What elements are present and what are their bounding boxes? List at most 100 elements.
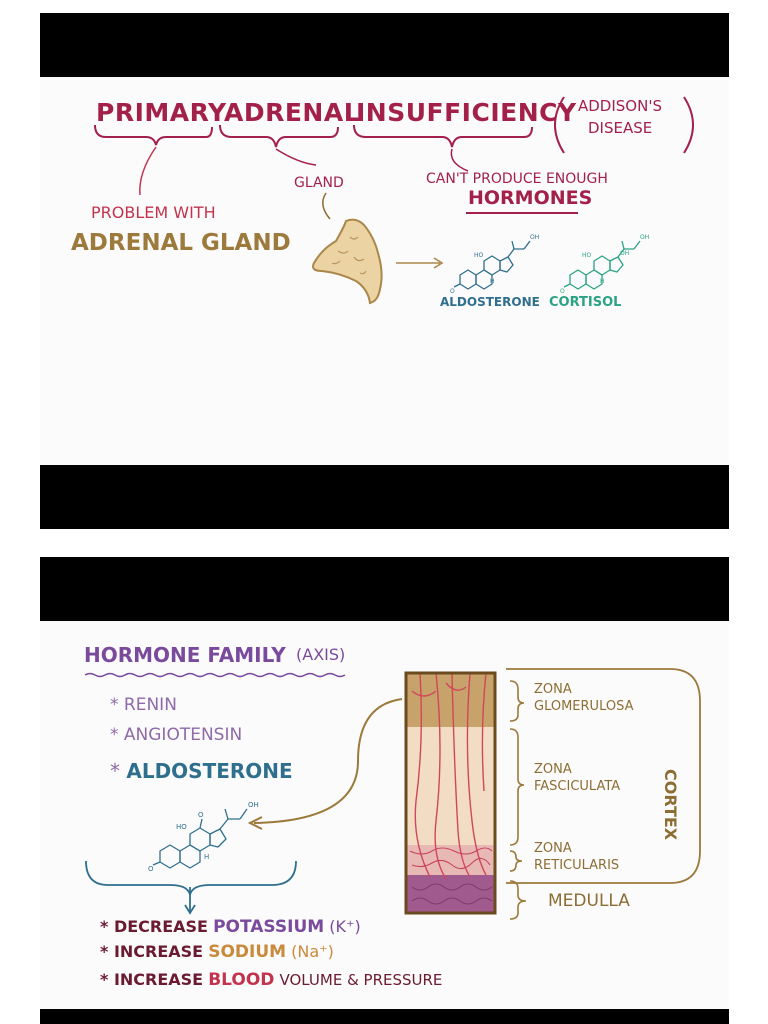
- cross-section-border: [404, 671, 497, 915]
- effects-bracket: [85, 860, 297, 896]
- gland-label: GLAND: [294, 175, 344, 191]
- connector-gland-organ: [322, 192, 331, 220]
- title-primary: PRIMARY: [96, 98, 227, 127]
- side-chain-ketone: [621, 240, 625, 250]
- addisons-line2: DISEASE: [588, 119, 653, 137]
- ring-a: [569, 269, 587, 290]
- arrow-to-aldosterone-head: [247, 816, 263, 830]
- chem-ho: HO: [474, 252, 484, 259]
- side-chain-oh-bond: [633, 240, 641, 250]
- top-black-bar-lower: [40, 465, 729, 529]
- connector-gland: [275, 148, 317, 166]
- problem-with-label: PROBLEM WITH: [91, 203, 216, 222]
- slide-addisons-disease: HO OH O H HO OH OH O H PRIMARY ADRENAL I…: [40, 77, 729, 465]
- effect-1-extra: (K⁺): [329, 917, 361, 936]
- ring-c: [593, 255, 611, 276]
- zona-fasciculata-layer: [406, 727, 495, 845]
- cant-produce-label: CAN'T PRODUCE ENOUGH: [426, 171, 608, 187]
- bullet-aldosterone: * ALDOSTERONE: [110, 759, 293, 783]
- addisons-line1: ADDISON'S: [578, 97, 662, 115]
- hormones-label: HORMONES: [468, 187, 593, 209]
- axis-label: (AXIS): [296, 645, 346, 664]
- chem-ho: HO: [176, 823, 187, 831]
- blood-vessels: [411, 672, 487, 880]
- bullet-renin: * RENIN: [110, 695, 177, 715]
- title-insufficiency: INSUFFICIENCY: [356, 98, 577, 127]
- ring-d: [499, 256, 514, 273]
- paren-right: [683, 96, 694, 154]
- chem-oh: OH: [530, 234, 539, 241]
- chem-oh: OH: [640, 234, 649, 241]
- aldosterone-molecule: HO OH O H: [450, 234, 539, 295]
- ring-a: [159, 844, 181, 869]
- wavy-underline: [84, 672, 346, 678]
- slide1-drawing: HO OH O H HO OH OH O H: [94, 96, 694, 305]
- aldosterone-molecule-2: HO OH O O H: [148, 801, 259, 873]
- effect-2-verb: INCREASE: [113, 942, 204, 961]
- adrenal-gland-label: ADRENAL GLAND: [71, 230, 291, 256]
- effect-sodium: * INCREASE SODIUM (Na⁺): [100, 942, 334, 962]
- medulla-texture: [411, 883, 493, 905]
- ketone-bond: [563, 283, 571, 288]
- bracket-glomerulosa: [509, 680, 525, 722]
- ring-c: [189, 827, 211, 852]
- reticularis-vessels: [409, 847, 493, 870]
- chem-oh-2: OH: [620, 250, 629, 257]
- side-chain-ketone: [224, 808, 229, 820]
- chem-o-2: O: [198, 811, 204, 819]
- chem-o: O: [450, 288, 455, 295]
- aldosterone-label: ALDOSTERONE: [440, 295, 540, 309]
- gland-texture: [331, 236, 367, 275]
- zona-glomerulosa-2: GLOMERULOSA: [534, 699, 634, 714]
- bottom-black-bar-upper: [40, 557, 729, 621]
- cortex-label: CORTEX: [661, 769, 680, 841]
- chem-oh: OH: [248, 801, 259, 809]
- medulla-layer: [406, 875, 495, 913]
- brace-primary: [94, 124, 213, 146]
- effect-3-extra: VOLUME & PRESSURE: [279, 971, 443, 989]
- adrenal-gland-illustration: [312, 218, 383, 305]
- effect-3-noun: BLOOD: [208, 970, 275, 990]
- chem-h: H: [204, 853, 209, 861]
- side-chain-oh-bond: [523, 240, 531, 250]
- ketone-bond: [453, 283, 461, 288]
- brace-insufficiency: [353, 124, 533, 148]
- effect-potassium: * DECREASE POTASSIUM (K⁺): [100, 917, 361, 937]
- connector-problem: [139, 146, 157, 196]
- chem-h: H: [600, 278, 605, 285]
- arrow-to-aldosterone: [253, 698, 403, 824]
- zona-reticularis-2: RETICULARIS: [534, 858, 620, 873]
- zona-reticularis-1: ZONA: [534, 841, 572, 856]
- zona-fasciculata-2: FASCICULATA: [534, 779, 621, 794]
- bracket-reticularis: [509, 850, 523, 872]
- adrenal-cross-section: [404, 671, 497, 915]
- bracket-fasciculata: [509, 728, 525, 846]
- effect-2-extra: (Na⁺): [291, 942, 334, 961]
- effect-3-verb: INCREASE: [113, 970, 204, 989]
- paren-left: [554, 96, 565, 154]
- side-chain-oh-bond: [239, 808, 248, 820]
- arrow-head: [433, 257, 444, 269]
- ketone-bond: [152, 861, 161, 866]
- zona-glomerulosa-layer: [406, 673, 495, 727]
- bracket-medulla: [509, 880, 527, 920]
- effect-1-verb: DECREASE: [113, 917, 208, 936]
- side-chain: [219, 818, 240, 830]
- ring-d: [209, 828, 227, 848]
- zona-fasciculata-1: ZONA: [534, 762, 572, 777]
- chem-o: O: [148, 865, 154, 873]
- chem-h: H: [490, 278, 495, 285]
- brace-adrenal: [219, 124, 339, 148]
- bullet-angiotensin: * ANGIOTENSIN: [110, 725, 243, 745]
- slide2-drawing: HO OH O O H: [84, 668, 701, 920]
- chem-o: O: [560, 288, 565, 295]
- effects-arrow-head: [184, 904, 196, 915]
- effect-blood: * INCREASE BLOOD VOLUME & PRESSURE: [100, 970, 443, 990]
- effect-2-noun: SODIUM: [208, 942, 287, 962]
- bullet-renin-text: RENIN: [123, 695, 177, 715]
- cortisol-molecule: HO OH OH O H: [560, 234, 649, 295]
- connector-hormones: [450, 148, 469, 172]
- side-chain: [507, 248, 524, 258]
- title-adrenal: ADRENAL: [224, 98, 361, 127]
- side-chain-ketone: [511, 240, 515, 250]
